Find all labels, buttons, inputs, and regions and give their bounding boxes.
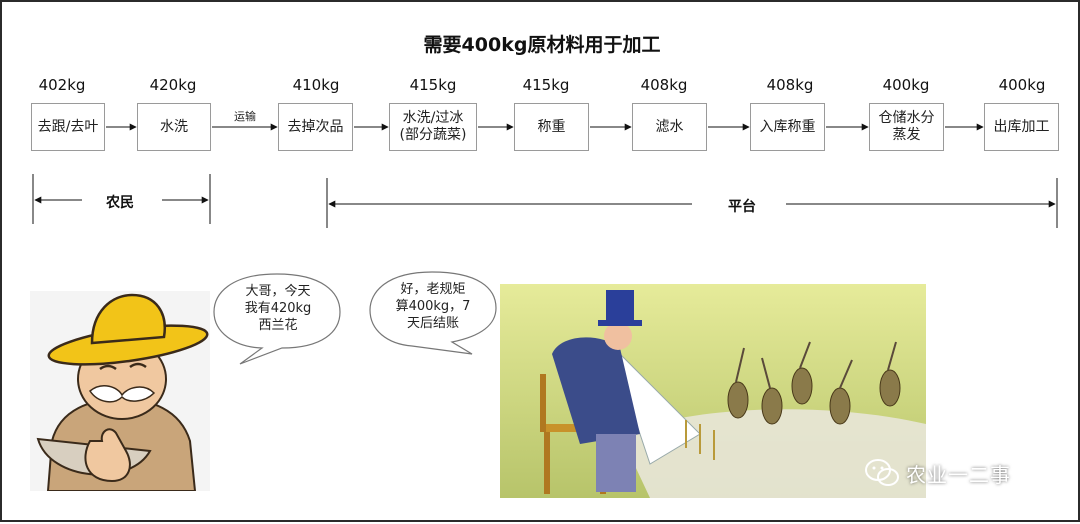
merchant-illustration-icon xyxy=(500,284,926,498)
weight-label: 410kg xyxy=(292,76,340,94)
step-storage-weigh: 入库称重 xyxy=(750,103,825,151)
speech-bubble-farmer xyxy=(213,273,341,365)
step-remove-defects: 去掉次品 xyxy=(278,103,353,151)
weight-label: 408kg xyxy=(640,76,688,94)
speech-bubble-platform xyxy=(369,271,497,355)
weight-label: 408kg xyxy=(766,76,814,94)
farmer-cartoon-icon xyxy=(30,291,210,491)
weight-label: 400kg xyxy=(998,76,1046,94)
step-label: 仓储水分 蒸发 xyxy=(878,110,935,143)
range-label-platform: 平台 xyxy=(720,196,764,216)
step-drain: 滤水 xyxy=(632,103,707,151)
step-label: 去掉次品 xyxy=(287,118,344,135)
step-label: 水洗/过冰 (部分蔬菜) xyxy=(399,110,467,143)
step-label: 水洗 xyxy=(160,118,188,135)
watermark-text: 农业一二事 xyxy=(906,462,1011,487)
weight-label: 402kg xyxy=(38,76,86,94)
weight-label: 415kg xyxy=(409,76,457,94)
speech-text-platform: 好，老规矩 算400kg，7 天后结账 xyxy=(395,282,471,331)
merchant-scene-art xyxy=(500,284,926,498)
weight-label: 400kg xyxy=(882,76,930,94)
wechat-icon xyxy=(865,459,899,486)
step-weigh: 称重 xyxy=(514,103,589,151)
step-wash: 水洗 xyxy=(137,103,211,151)
step-label: 入库称重 xyxy=(759,118,816,135)
step-outbound: 出库加工 xyxy=(984,103,1059,151)
step-label: 出库加工 xyxy=(993,118,1050,135)
step-storage-evaporation: 仓储水分 蒸发 xyxy=(869,103,944,151)
diagram-title: 需要400kg原材料用于加工 xyxy=(423,34,661,56)
watermark: 农业一二事 xyxy=(864,458,1011,488)
speech-text-farmer: 大哥，今天 我有420kg 西兰花 xyxy=(244,284,312,333)
step-wash-ice: 水洗/过冰 (部分蔬菜) xyxy=(389,103,477,151)
step-label: 滤水 xyxy=(655,118,684,135)
transport-label: 运输 xyxy=(234,110,256,123)
weight-label: 420kg xyxy=(149,76,197,94)
step-trim: 去跟/去叶 xyxy=(31,103,105,151)
step-label: 称重 xyxy=(537,118,566,135)
step-label: 去跟/去叶 xyxy=(37,118,99,135)
weight-label: 415kg xyxy=(522,76,570,94)
range-label-farmer: 农民 xyxy=(98,192,142,212)
